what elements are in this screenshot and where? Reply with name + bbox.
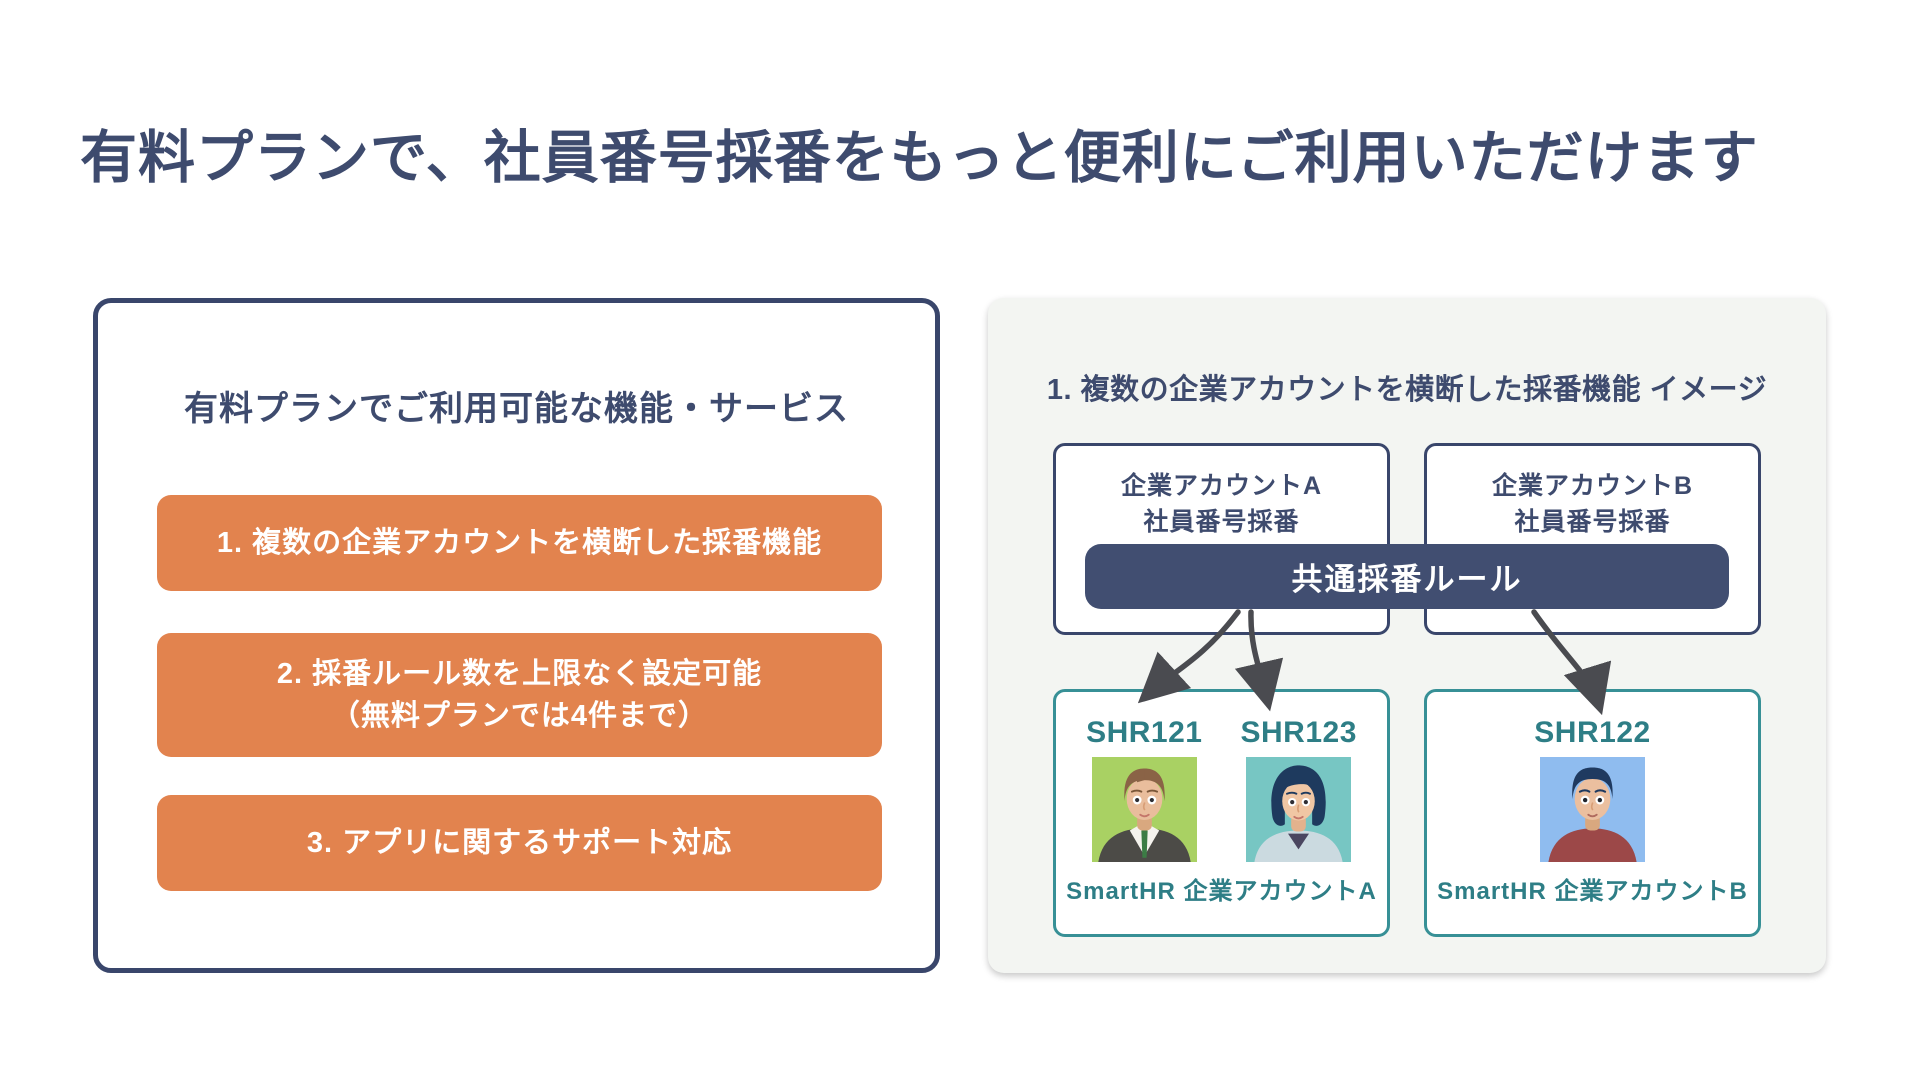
smarthr-account-a-caption: SmartHR 企業アカウントA [1066,878,1377,905]
shared-numbering-rule-label: 共通採番ルール [1291,562,1523,597]
employee-id-shr121: SHR121 [1086,716,1203,749]
avatar-man-blue-icon [1540,757,1645,862]
employee-shr121: SHR121 [1086,716,1202,862]
company-account-a-label: 企業アカウントA 社員番号採番 [1056,468,1387,541]
features-heading: 有料プランでご利用可能な機能・サービス [184,390,849,428]
company-account-b-sub: 社員番号採番 [1514,508,1671,537]
feature-item-2-label: 2. 採番ルール数を上限なく設定可能 [276,657,763,690]
avatar-woman-teal-icon [1246,757,1352,862]
feature-item-1: 1. 複数の企業アカウントを横断した採番機能 [157,495,882,591]
company-account-a-name: 企業アカウントA [1120,472,1323,500]
employee-shr122: SHR122 [1534,716,1650,862]
employee-id-shr123: SHR123 [1240,716,1357,749]
company-account-a-sub: 社員番号採番 [1143,508,1300,537]
employee-row-b: SHR122 [1427,716,1758,862]
smarthr-account-a-box: SHR121 [1053,689,1390,937]
avatar-man-green-icon [1091,757,1197,862]
shared-numbering-rule-bar: 共通採番ルール [1085,544,1729,609]
smarthr-account-b-box: SHR122 [1424,689,1761,937]
feature-item-1-label: 1. 複数の企業アカウントを横断した採番機能 [216,526,823,559]
paid-plan-features-panel: 有料プランでご利用可能な機能・サービス 1. 複数の企業アカウントを横断した採番… [93,298,940,973]
page-title: 有料プランで、社員番号採番をもっと便利にご利用いただけます [80,126,1759,190]
company-account-b-name: 企業アカウントB [1491,472,1694,500]
illustration-heading: 1. 複数の企業アカウントを横断した採番機能 イメージ [1046,374,1768,406]
employee-shr123: SHR123 [1241,716,1357,862]
employee-id-shr122: SHR122 [1534,716,1651,749]
feature-item-3: 3. アプリに関するサポート対応 [157,795,882,891]
feature-item-2-sublabel: （無料プランでは4件まで） [330,700,709,732]
feature-item-2: 2. 採番ルール数を上限なく設定可能 （無料プランでは4件まで） [157,633,882,757]
employee-row-a: SHR121 [1056,716,1387,862]
feature-illustration-panel: 1. 複数の企業アカウントを横断した採番機能 イメージ 企業アカウントA 社員番… [988,298,1826,973]
feature-item-3-label: 3. アプリに関するサポート対応 [306,826,733,859]
company-account-b-label: 企業アカウントB 社員番号採番 [1427,468,1758,541]
smarthr-account-b-caption: SmartHR 企業アカウントB [1437,878,1748,905]
